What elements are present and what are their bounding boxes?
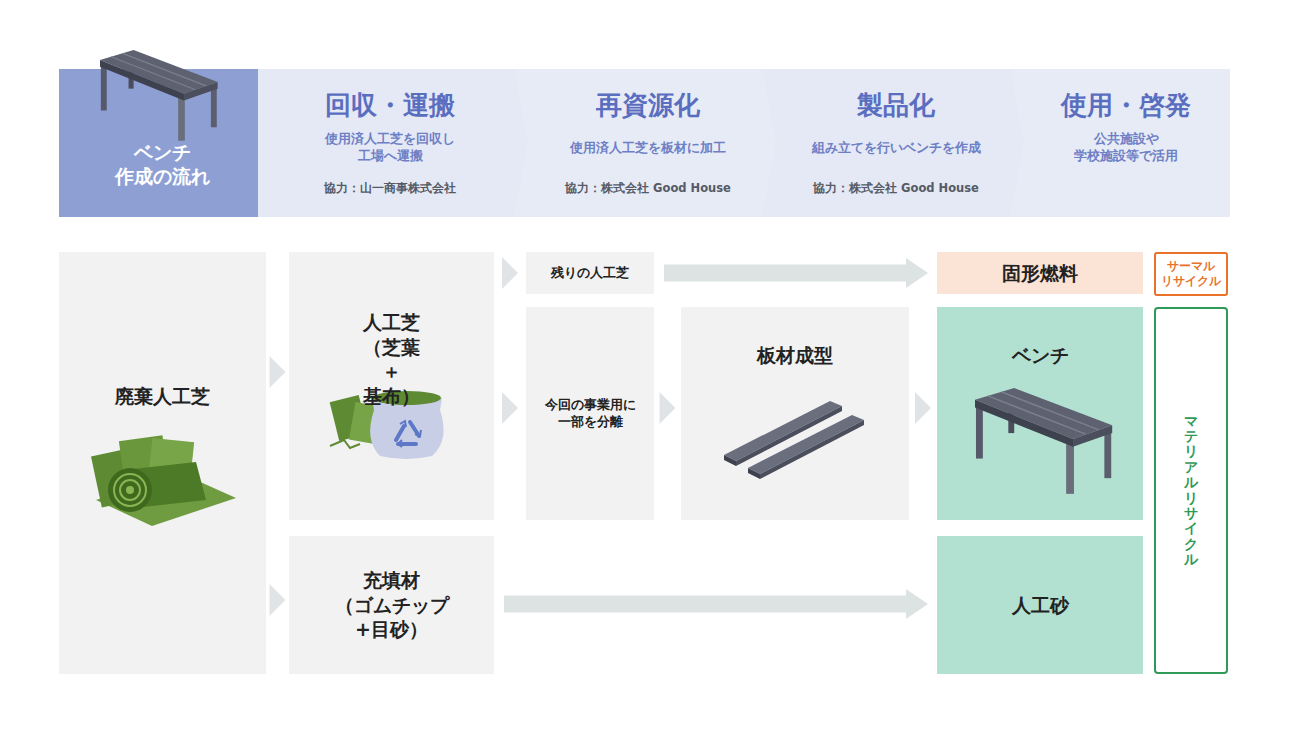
node-label: サーマル リサイクル <box>1161 259 1221 289</box>
flow-arrow <box>502 392 518 424</box>
node-label: 使用・啓発 <box>1061 89 1191 123</box>
bag-illustration <box>330 395 369 441</box>
bench-icon <box>975 388 1112 494</box>
node-label: 製品化 <box>857 89 935 123</box>
recycle-tag: マテリアルリサイクル <box>1154 307 1228 674</box>
flow-arrow <box>502 257 518 289</box>
node-label: 残りの人工芝 <box>551 265 629 282</box>
arrow-shaft <box>504 596 906 613</box>
bag-illustration <box>330 391 444 459</box>
step-chevron: 再資源化使用済人工芝を板材に加工協力：株式会社 Good House <box>514 69 780 217</box>
node-label: 今回の事業用に 一部を分離 <box>545 397 636 431</box>
process-box: 人工芝 （芝葉＋基布） <box>289 252 494 520</box>
node-note: 協力：株式会社 Good House <box>813 181 979 196</box>
node-label: 人工砂 <box>1012 593 1069 618</box>
step-chevron: 使用・啓発公共施設や 学校施設等で活用 <box>1010 69 1230 217</box>
node-label: 固形燃料 <box>1002 261 1078 286</box>
bag-illustration <box>396 422 419 444</box>
recycle-tag: サーマル リサイクル <box>1154 252 1228 296</box>
turf-illustration <box>108 468 152 512</box>
bag-illustration <box>330 440 360 448</box>
arrow-head <box>502 392 518 424</box>
node-description: 使用済人工芝を回収し 工場へ運搬 <box>325 123 455 173</box>
node-label: マテリアルリサイクル <box>1184 414 1198 568</box>
board-illustration <box>748 415 864 474</box>
flow-arrow <box>504 589 928 619</box>
board-illustration <box>760 420 864 479</box>
step-chevron: 回収・運搬使用済人工芝を回収し 工場へ運搬協力：山一商事株式会社 <box>258 69 532 217</box>
node-label: 人工芝 （芝葉＋基布） <box>363 310 420 409</box>
arrow-head <box>270 356 286 388</box>
turf-illustration <box>114 474 146 506</box>
arrow-head <box>270 584 286 616</box>
node-note: 協力：山一商事株式会社 <box>324 181 456 196</box>
bench-icon <box>100 50 218 141</box>
board-illustration <box>724 401 842 461</box>
arrow-head <box>502 257 518 289</box>
board-illustration <box>724 455 736 466</box>
node-label: ベンチ 作成の流れ <box>115 140 210 189</box>
node-label: 廃棄人工芝 <box>115 384 210 409</box>
bag-illustration <box>349 402 381 444</box>
turf-illustration <box>96 472 236 526</box>
turf-illustration <box>148 438 194 486</box>
output-box: 固形燃料 <box>937 252 1143 294</box>
step-chevron: 製品化組み立てを行いベンチを作成協力：株式会社 Good House <box>762 69 1028 217</box>
board-illustration <box>748 468 760 479</box>
flow-arrow <box>915 392 931 424</box>
board-illustration <box>724 401 864 479</box>
flow-arrow <box>270 584 286 616</box>
process-box: 板材成型 <box>681 307 909 520</box>
node-description: 公共施設や 学校施設等で活用 <box>1074 123 1178 173</box>
board-illustration <box>736 406 842 466</box>
node-description: 使用済人工芝を板材に加工 <box>570 123 726 173</box>
node-label: ベンチ <box>1012 343 1069 368</box>
bag-illustration <box>398 421 421 447</box>
node-note: 協力：株式会社 Good House <box>565 181 731 196</box>
turf-illustration <box>91 449 139 508</box>
node-label: 板材成型 <box>757 343 833 368</box>
node-label: 回収・運搬 <box>325 89 455 123</box>
arrow-head <box>915 392 931 424</box>
arrow-shaft <box>664 265 906 282</box>
title-box: ベンチ 作成の流れ <box>59 69 266 217</box>
arrow-head <box>906 589 928 619</box>
bag-illustration <box>373 391 441 405</box>
flow-arrow <box>660 392 676 424</box>
flow-arrow <box>270 356 286 388</box>
process-box: 今回の事業用に 一部を分離 <box>526 307 654 520</box>
output-box: ベンチ <box>937 307 1143 520</box>
process-box: 残りの人工芝 <box>526 252 654 294</box>
turf-illustration <box>119 435 169 489</box>
turf-illustration <box>120 480 140 500</box>
node-description: 組み立てを行いベンチを作成 <box>812 123 981 173</box>
arrow-head <box>906 258 928 288</box>
bag-illustration <box>370 392 443 459</box>
turf-illustration <box>126 486 134 494</box>
flow-arrow <box>664 258 928 288</box>
process-box: 廃棄人工芝 <box>59 252 266 674</box>
turf-illustration <box>124 462 206 508</box>
output-box: 人工砂 <box>937 536 1143 674</box>
process-box: 充填材 （ゴムチップ+目砂） <box>289 536 494 674</box>
node-label: 充填材 （ゴムチップ+目砂） <box>335 568 449 642</box>
turf-illustration <box>91 435 236 526</box>
arrow-head <box>660 392 676 424</box>
node-label: 再資源化 <box>596 89 700 123</box>
